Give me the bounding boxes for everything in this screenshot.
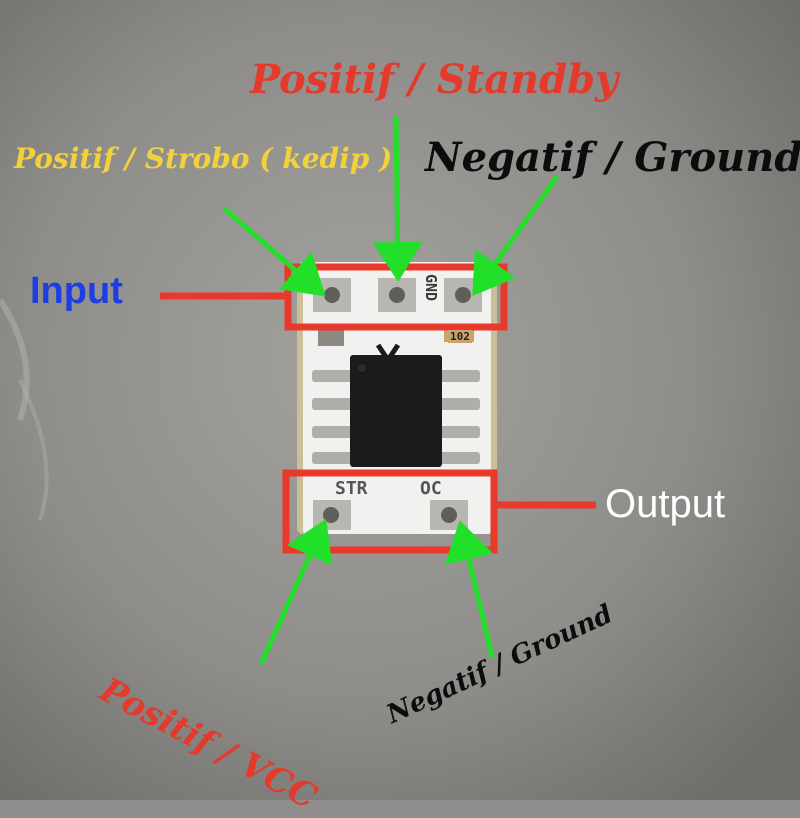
- green-arrows: [223, 115, 559, 665]
- arrow-standby: [372, 115, 423, 282]
- arrow-ground-in: [472, 175, 559, 297]
- output-highlight-box: [282, 469, 498, 554]
- smd-capacitor: [318, 330, 344, 346]
- ic-chip: [350, 355, 442, 467]
- label-output: Output: [605, 482, 726, 526]
- label-negatif-ground-top: Negatif / Ground: [425, 134, 800, 181]
- label-positif-standby: Positif / Standby: [250, 56, 619, 103]
- arrow-ground-out: [444, 520, 495, 659]
- silkscreen-str: STR: [335, 478, 368, 499]
- silkscreen-oc: OC: [420, 478, 442, 499]
- silkscreen-resistor-code: 102: [448, 330, 472, 343]
- label-positif-strobo: Positif / Strobo ( kedip ): [14, 142, 393, 175]
- arrow-strobo: [223, 207, 326, 297]
- arrow-vcc: [259, 518, 333, 665]
- photo-scene: [0, 0, 800, 800]
- label-input: Input: [30, 270, 123, 312]
- led-driver-module: [297, 262, 497, 534]
- silkscreen-gnd: GND: [422, 274, 440, 302]
